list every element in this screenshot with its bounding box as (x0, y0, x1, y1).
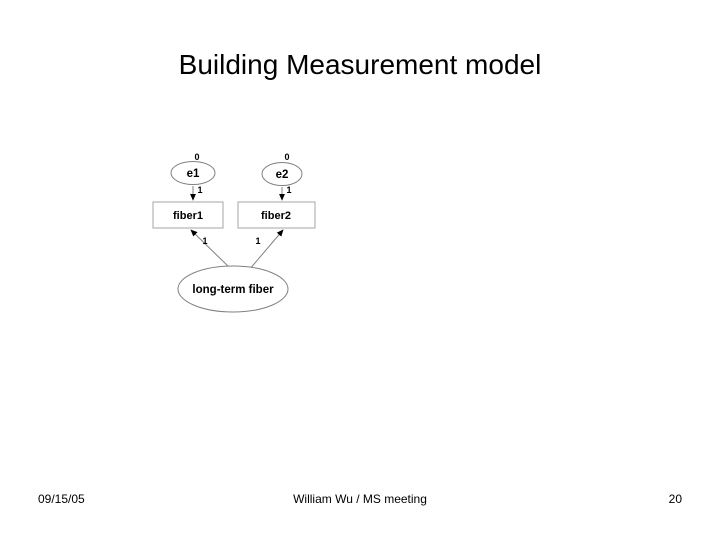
node-e1 (170, 161, 216, 185)
edge-label-longterm-fiber1: 1 (202, 236, 207, 246)
slide-footer: 09/15/05 William Wu / MS meeting 20 (0, 492, 720, 516)
diagram-svg: e1 e2 0 0 1 1 fiber1 fiber2 1 1 lon (152, 152, 316, 313)
node-e2 (261, 162, 303, 186)
page-title: Building Measurement model (178, 49, 542, 80)
footer-date: 09/15/05 (38, 492, 85, 506)
edge-label-longterm-fiber2: 1 (255, 236, 260, 246)
node-longterm-fiber-label: long-term fiber (192, 284, 274, 296)
node-e1-label: e1 (187, 168, 200, 180)
edge-longterm-to-fiber1 (190, 229, 233, 271)
node-fiber2 (237, 201, 316, 229)
node-fiber2-label: fiber2 (261, 210, 291, 222)
node-longterm-fiber (177, 265, 289, 313)
variance-label-e1: 0 (194, 152, 199, 162)
measurement-model-diagram: e1 e2 0 0 1 1 fiber1 fiber2 1 1 lon (140, 138, 340, 328)
node-fiber1 (152, 201, 224, 229)
node-e2-label: e2 (276, 169, 289, 181)
edge-longterm-to-fiber2 (248, 229, 284, 271)
footer-center-text: William Wu / MS meeting (293, 492, 427, 506)
edge-label-e1-fiber1: 1 (197, 185, 202, 195)
footer-page-number: 20 (668, 492, 682, 506)
node-fiber1-label: fiber1 (173, 210, 203, 222)
variance-label-e2: 0 (284, 152, 289, 162)
edge-label-e2-fiber2: 1 (286, 185, 291, 195)
